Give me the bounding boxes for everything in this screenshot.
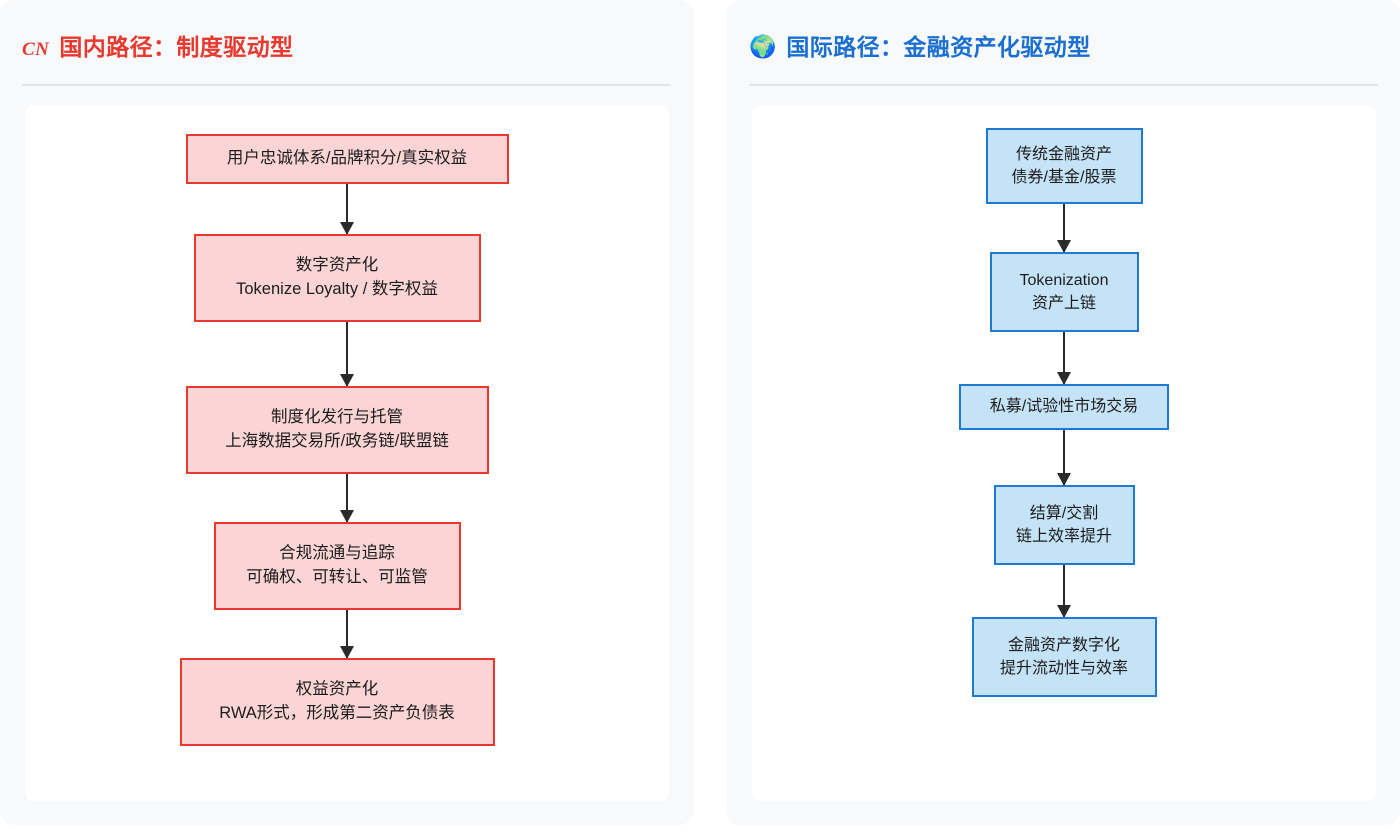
flow-node-2-line-2: Tokenize Loyalty / 数字权益 — [236, 280, 438, 298]
flow-node-4-line-1: 合规流通与追踪 — [279, 544, 395, 563]
flow-node-1[interactable]: 传统金融资产 债券/基金/股票 — [985, 128, 1143, 204]
flow-row: 权益资产化 RWA形式，形成第二资产负债表 — [25, 658, 669, 746]
flow-node-3-line-1: 私募/试验性市场交易 — [989, 398, 1139, 416]
flow-row: 制度化发行与托管 上海数据交易所/政务链/联盟链 — [25, 386, 669, 474]
flow-node-2[interactable]: 数字资产化 Tokenize Loyalty / 数字权益 — [193, 234, 481, 322]
flow-arrow-3-to-4 — [346, 474, 348, 522]
flow-arrow-4-to-5 — [346, 610, 348, 658]
flow-row: 数字资产化 Tokenize Loyalty / 数字权益 — [25, 234, 669, 322]
flow-arrow-1-to-2 — [1063, 204, 1065, 252]
international-flowchart: 传统金融资产 债券/基金/股票 Tokenization 资产上链 私募/试验性… — [752, 105, 1376, 824]
flow-row: 用户忠诚体系/品牌积分/真实权益 — [25, 134, 669, 184]
flow-arrow-2-to-3 — [346, 322, 348, 386]
flow-node-1-line-2: 债券/基金/股票 — [1011, 169, 1117, 186]
cn-flag-badge: CN — [22, 38, 50, 60]
flow-arrow-2-to-3 — [1063, 332, 1065, 384]
flow-node-5-line-1: 权益资产化 — [295, 680, 379, 699]
flow-node-2-line-1: 数字资产化 — [295, 256, 379, 275]
flow-node-4[interactable]: 合规流通与追踪 可确权、可转让、可监管 — [213, 522, 461, 610]
flow-node-5-line-1: 金融资产数字化 — [1007, 636, 1120, 654]
flow-node-5[interactable]: 金融资产数字化 提升流动性与效率 — [971, 617, 1157, 697]
domestic-header-divider — [22, 84, 671, 86]
international-card-header: 🌍 国际路径：金融资产化驱动型 — [727, 0, 1400, 68]
flow-arrow-1-to-2 — [346, 184, 348, 234]
flow-node-3-line-2: 上海数据交易所/政务链/联盟链 — [225, 432, 449, 450]
flow-node-1-line-1: 用户忠诚体系/品牌积分/真实权益 — [226, 149, 468, 168]
flow-node-2[interactable]: Tokenization 资产上链 — [989, 252, 1139, 332]
flow-arrow-3-to-4 — [1063, 430, 1065, 485]
flow-node-5[interactable]: 权益资产化 RWA形式，形成第二资产负债表 — [179, 658, 495, 746]
flow-node-2-line-2: 资产上链 — [1031, 295, 1096, 312]
flow-node-2-line-1: Tokenization — [1019, 271, 1109, 289]
international-header-divider — [749, 84, 1378, 86]
flow-arrow-4-to-5 — [1063, 565, 1065, 617]
international-card-title: 国际路径：金融资产化驱动型 — [786, 34, 1091, 61]
domestic-card-header: CN 国内路径：制度驱动型 — [0, 0, 693, 68]
flow-node-4-line-2: 可确权、可转让、可监管 — [246, 568, 428, 586]
domestic-flowchart: 用户忠诚体系/品牌积分/真实权益 数字资产化 Tokenize Loyalty … — [25, 105, 669, 825]
flow-node-5-line-2: RWA形式，形成第二资产负债表 — [219, 704, 455, 722]
flow-node-3[interactable]: 私募/试验性市场交易 — [959, 384, 1169, 430]
flow-node-4-line-2: 链上效率提升 — [1015, 528, 1112, 545]
globe-icon: 🌍 — [749, 34, 777, 59]
flow-node-3-line-1: 制度化发行与托管 — [271, 408, 403, 427]
domestic-flow-panel: 用户忠诚体系/品牌积分/真实权益 数字资产化 Tokenize Loyalty … — [25, 105, 669, 801]
domestic-card-title: 国内路径：制度驱动型 — [59, 34, 294, 61]
flow-node-1[interactable]: 用户忠诚体系/品牌积分/真实权益 — [185, 134, 509, 184]
international-flow-panel: 传统金融资产 债券/基金/股票 Tokenization 资产上链 私募/试验性… — [752, 105, 1376, 801]
domestic-path-card: CN 国内路径：制度驱动型 用户忠诚体系/品牌积分/真实权益 数字资产化 Tok… — [0, 0, 693, 825]
flow-node-5-line-2: 提升流动性与效率 — [999, 660, 1128, 677]
flow-row: 合规流通与追踪 可确权、可转让、可监管 — [25, 522, 669, 610]
flow-node-4-line-1: 结算/交割 — [1029, 504, 1099, 522]
flow-node-1-line-1: 传统金融资产 — [1015, 145, 1112, 163]
flow-node-4[interactable]: 结算/交割 链上效率提升 — [993, 485, 1135, 565]
international-path-card: 🌍 国际路径：金融资产化驱动型 传统金融资产 债券/基金/股票 Tokeniza… — [727, 0, 1400, 825]
flow-node-3[interactable]: 制度化发行与托管 上海数据交易所/政务链/联盟链 — [185, 386, 489, 474]
